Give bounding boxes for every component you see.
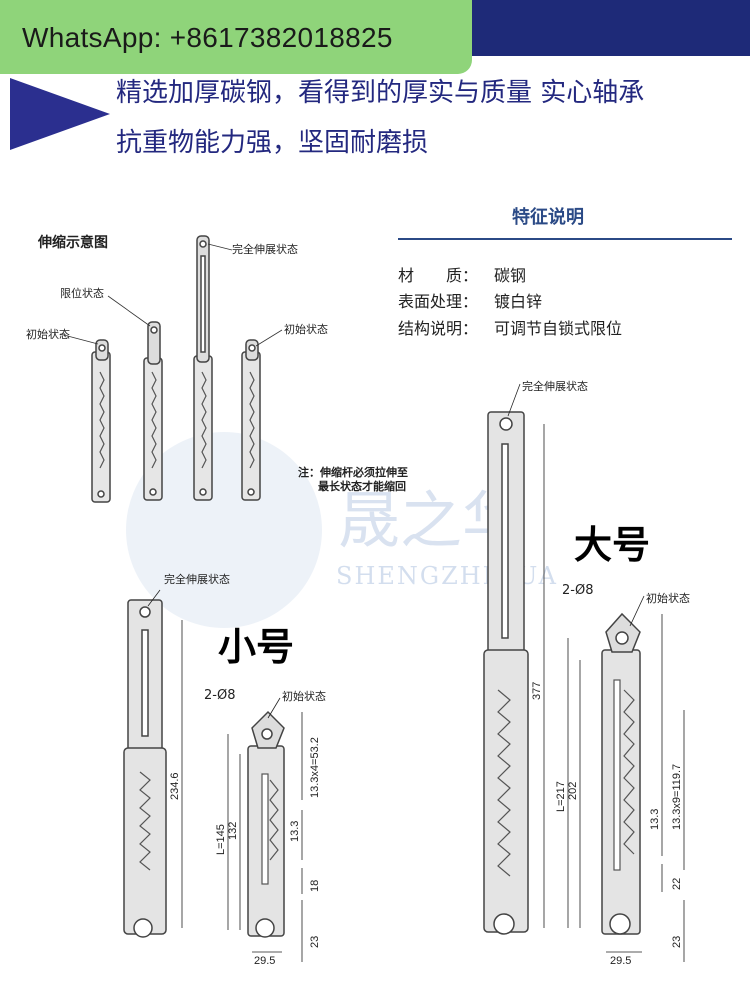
- arrow-icon: [10, 78, 110, 150]
- label-initial-state-right: 初始状态: [284, 323, 328, 336]
- features-title: 特征说明: [512, 207, 584, 228]
- small-step-total: 13.3x4=53.2: [309, 737, 321, 798]
- large-size-label: 大号: [574, 523, 651, 567]
- schematic-rod-full: [193, 235, 213, 501]
- small-size-label: 小号: [218, 625, 295, 669]
- large-L: L=217: [555, 781, 567, 812]
- schematic-rod-initial-2: [241, 339, 261, 501]
- schematic-rod-initial-1: [91, 339, 111, 503]
- label-initial-state-left: 初始状态: [26, 328, 70, 341]
- large-full-state-label: 完全伸展状态: [522, 380, 588, 393]
- small-rod-extended: [123, 599, 167, 938]
- feature-row-structure: 结构说明：可调节自锁式限位: [398, 319, 623, 338]
- schematic-title: 伸缩示意图: [38, 235, 108, 251]
- small-initial-state-label: 初始状态: [282, 690, 326, 703]
- note-line2: 最长状态才能缩回: [318, 480, 406, 493]
- small-gap: 18: [309, 880, 321, 892]
- small-inner: 132: [227, 822, 239, 840]
- features-divider: [398, 238, 732, 240]
- large-initial-state-label: 初始状态: [646, 592, 690, 605]
- small-bottom: 23: [309, 936, 321, 948]
- large-inner: 202: [567, 782, 579, 800]
- large-step: 13.3: [649, 809, 661, 830]
- note-line1: 注：伸缩杆必须拉伸至: [298, 466, 408, 479]
- large-holes-label: 2-Ø8: [562, 583, 594, 598]
- feature-row-material: 材 质：碳钢: [398, 266, 527, 285]
- label-limit-state: 限位状态: [60, 287, 104, 300]
- large-rod-extended: [483, 411, 529, 935]
- large-gap: 22: [671, 878, 683, 890]
- large-width: 29.5: [610, 955, 631, 967]
- small-holes-label: 2-Ø8: [204, 688, 236, 703]
- headline-line1: 精选加厚碳钢，看得到的厚实与质量 实心轴承: [116, 78, 645, 108]
- large-rod-initial: [601, 612, 641, 935]
- small-step: 13.3: [289, 821, 301, 842]
- small-width: 29.5: [254, 955, 275, 967]
- small-L: L=145: [215, 824, 227, 855]
- large-full-length: 377: [531, 682, 543, 700]
- small-full-state-label: 完全伸展状态: [164, 573, 230, 586]
- whatsapp-contact[interactable]: WhatsApp: +8617382018825: [0, 0, 472, 74]
- feature-row-surface: 表面处理：镀白锌: [398, 292, 543, 311]
- large-step-total: 13.3x9=119.7: [671, 764, 683, 830]
- small-full-length: 234.6: [169, 772, 181, 800]
- headline-line2: 抗重物能力强，坚固耐磨损: [116, 128, 429, 158]
- large-bottom: 23: [671, 936, 683, 948]
- label-full-state: 完全伸展状态: [232, 243, 298, 256]
- schematic-rod-limit: [143, 321, 163, 501]
